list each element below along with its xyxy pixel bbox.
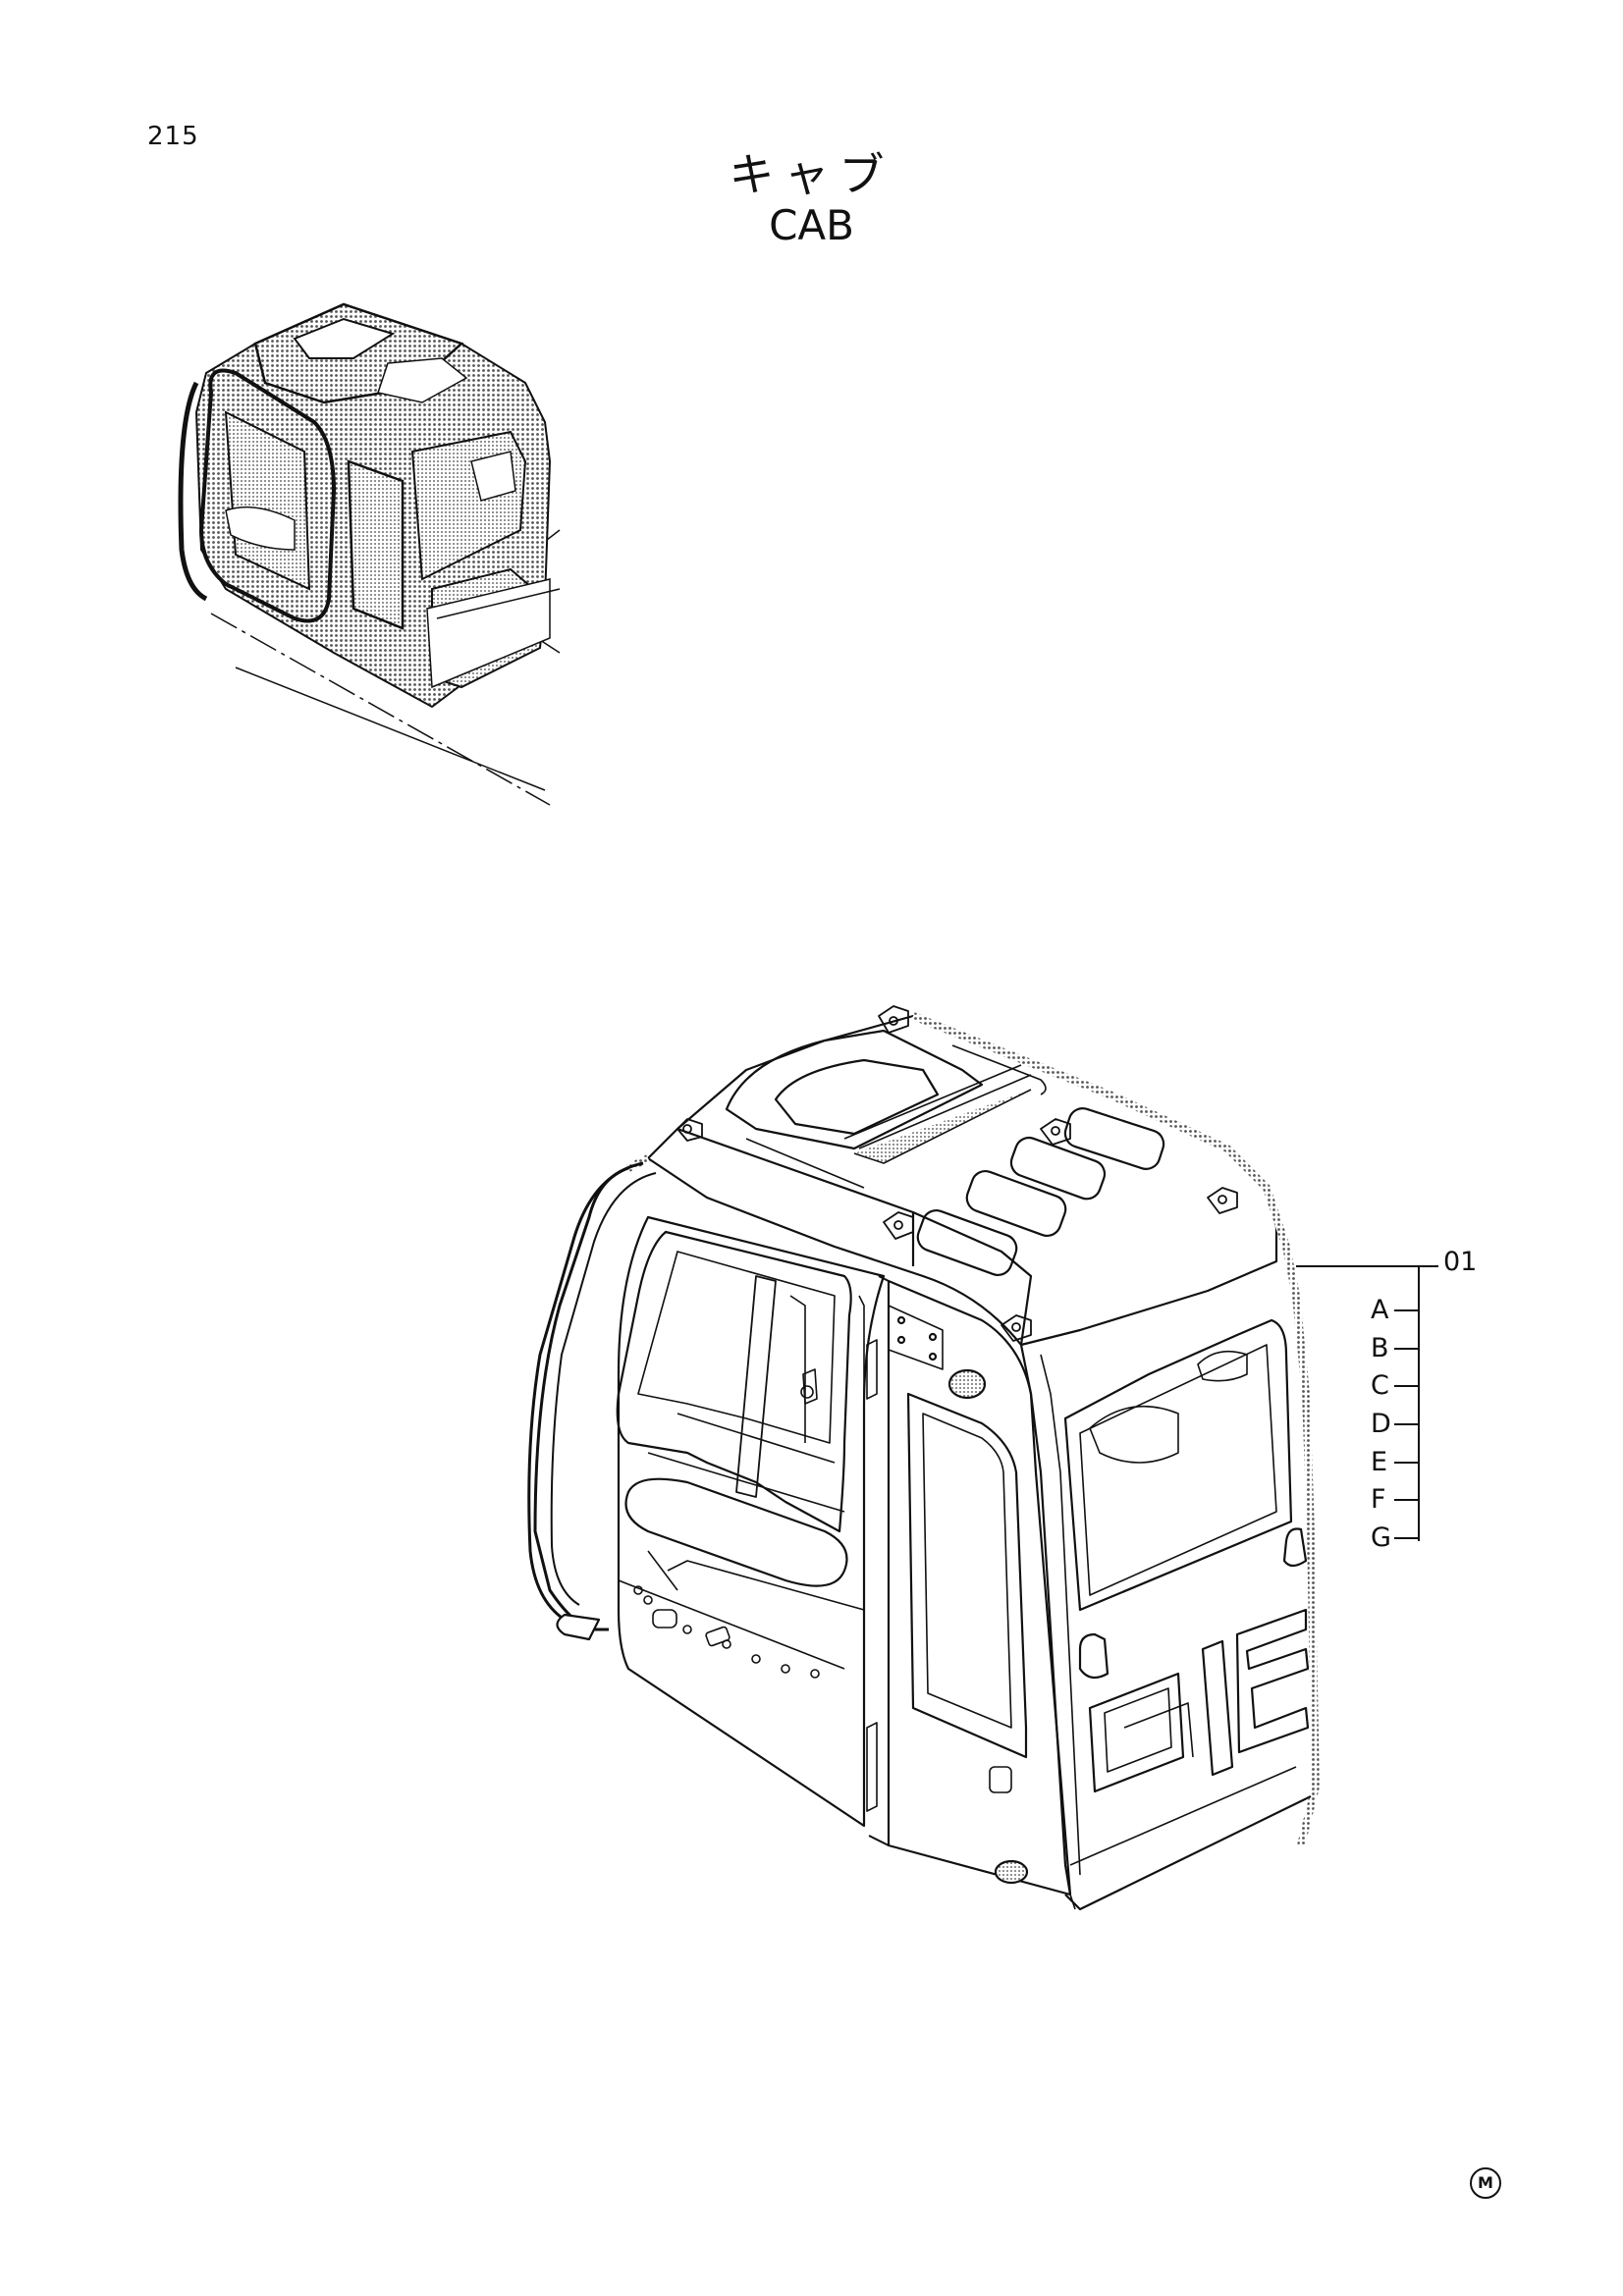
variant-a: A — [1371, 1295, 1389, 1325]
variant-c: C — [1371, 1370, 1389, 1401]
part-ref-01: 01 — [1443, 1247, 1478, 1277]
callout-lines — [1296, 1265, 1438, 1541]
variant-b: B — [1371, 1333, 1389, 1363]
title-japanese: キャブ — [729, 148, 894, 201]
variant-d: D — [1371, 1409, 1391, 1439]
circled-m-mark: M — [1470, 2167, 1501, 2199]
variant-g: G — [1371, 1522, 1391, 1553]
page-number: 215 — [147, 122, 199, 151]
variant-e: E — [1371, 1447, 1388, 1477]
title-english: CAB — [769, 201, 854, 249]
main-cab-view — [527, 1005, 1320, 1911]
locator-view — [178, 302, 561, 806]
variant-f: F — [1371, 1484, 1386, 1515]
